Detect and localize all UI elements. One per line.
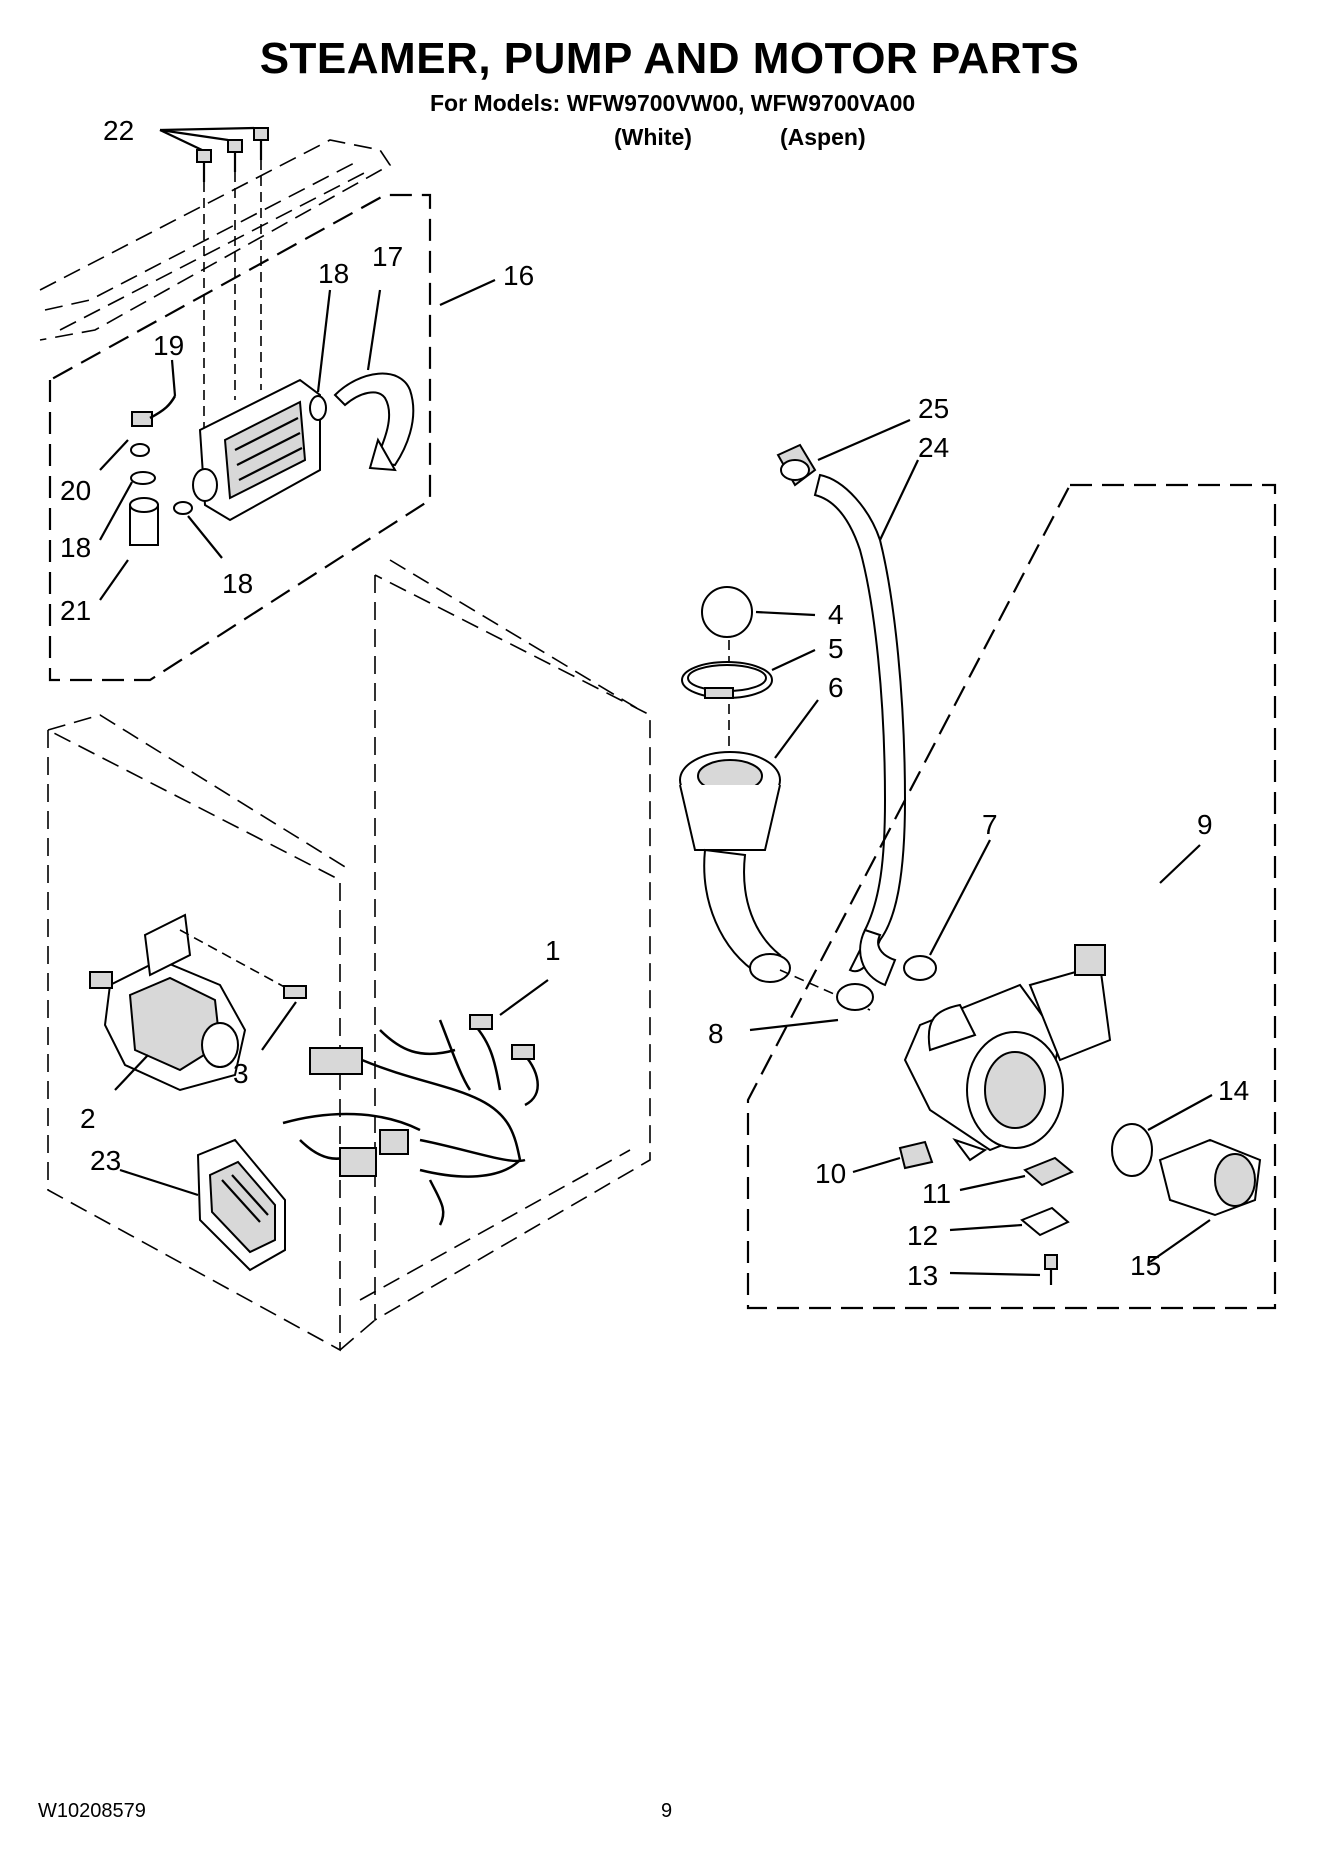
callout-6: 6 (828, 672, 844, 703)
drain-hose-24 (813, 473, 907, 987)
leader-lines (99, 126, 1213, 1277)
callout-17: 17 (372, 241, 403, 272)
pump-gasket-11 (1023, 1156, 1074, 1187)
hose-clamp-25 (776, 443, 817, 487)
models-line: For Models: WFW9700VW00, WFW9700VA00 (430, 90, 916, 116)
clamp-18-lower (173, 501, 193, 515)
check-ball-4 (701, 586, 753, 638)
pump-filter-15 (1158, 1138, 1262, 1217)
callout-18-left: 18 (60, 532, 91, 563)
callout-23: 23 (90, 1145, 121, 1176)
filter-seal-14 (1111, 1123, 1153, 1177)
callout-21: 21 (60, 595, 91, 626)
callout-22: 22 (103, 115, 134, 146)
clamp-18-left (130, 471, 156, 485)
variant-aspen: (Aspen) (780, 124, 866, 150)
steamer-group-box (39, 127, 432, 682)
page-title: STEAMER, PUMP AND MOTOR PARTS (259, 34, 1080, 83)
callout-20: 20 (60, 475, 91, 506)
motor-bolt-3 (179, 929, 307, 999)
callout-9: 9 (1197, 809, 1213, 840)
pump-screw-13 (1044, 1254, 1058, 1285)
callout-13: 13 (907, 1260, 938, 1291)
clamp-7 (903, 955, 937, 981)
callout-3: 3 (233, 1058, 249, 1089)
callout-5: 5 (828, 633, 844, 664)
pump-bracket-12 (1020, 1206, 1070, 1237)
drive-motor-2 (89, 913, 247, 1092)
page-number: 9 (661, 1800, 673, 1822)
callout-10: 10 (815, 1158, 846, 1189)
clamp-8 (836, 983, 874, 1011)
wire-harness-1 (282, 1014, 539, 1226)
callout-19: 19 (153, 330, 184, 361)
cabinet-outline (47, 559, 651, 1352)
pump-group-box (746, 483, 1277, 1310)
clamp-18-top (309, 395, 327, 421)
thermistor-19 (131, 395, 177, 427)
variant-white: (White) (614, 124, 692, 150)
document-code: W10208579 (38, 1800, 146, 1822)
callout-labels: 22 16 18 17 19 20 18 18 21 25 24 4 5 6 7… (60, 115, 1249, 1291)
drain-pump-9 (903, 944, 1112, 1162)
steam-hose-17 (333, 372, 415, 472)
callout-24: 24 (918, 432, 949, 463)
callout-2: 2 (80, 1103, 96, 1134)
callout-18-top: 18 (318, 258, 349, 289)
callout-18-lower: 18 (222, 568, 253, 599)
callout-8: 8 (708, 1018, 724, 1049)
callout-14: 14 (1218, 1075, 1249, 1106)
tube-21 (129, 497, 159, 546)
callout-12: 12 (907, 1220, 938, 1251)
callout-25: 25 (918, 393, 949, 424)
callout-15: 15 (1130, 1250, 1161, 1281)
pump-part-10 (898, 1140, 934, 1170)
screw-22-b (227, 139, 243, 400)
callout-7: 7 (982, 809, 998, 840)
callout-11: 11 (922, 1178, 951, 1209)
callout-1: 1 (545, 935, 561, 966)
callout-4: 4 (828, 599, 844, 630)
clamp-5 (681, 661, 773, 699)
sump-bellows-6 (679, 751, 791, 983)
screw-22-c (253, 127, 269, 390)
steam-generator (192, 378, 321, 522)
screw-22-a (196, 149, 212, 430)
grommet-20 (130, 443, 150, 457)
motor-control-23 (196, 1138, 286, 1272)
callout-16: 16 (503, 260, 534, 291)
